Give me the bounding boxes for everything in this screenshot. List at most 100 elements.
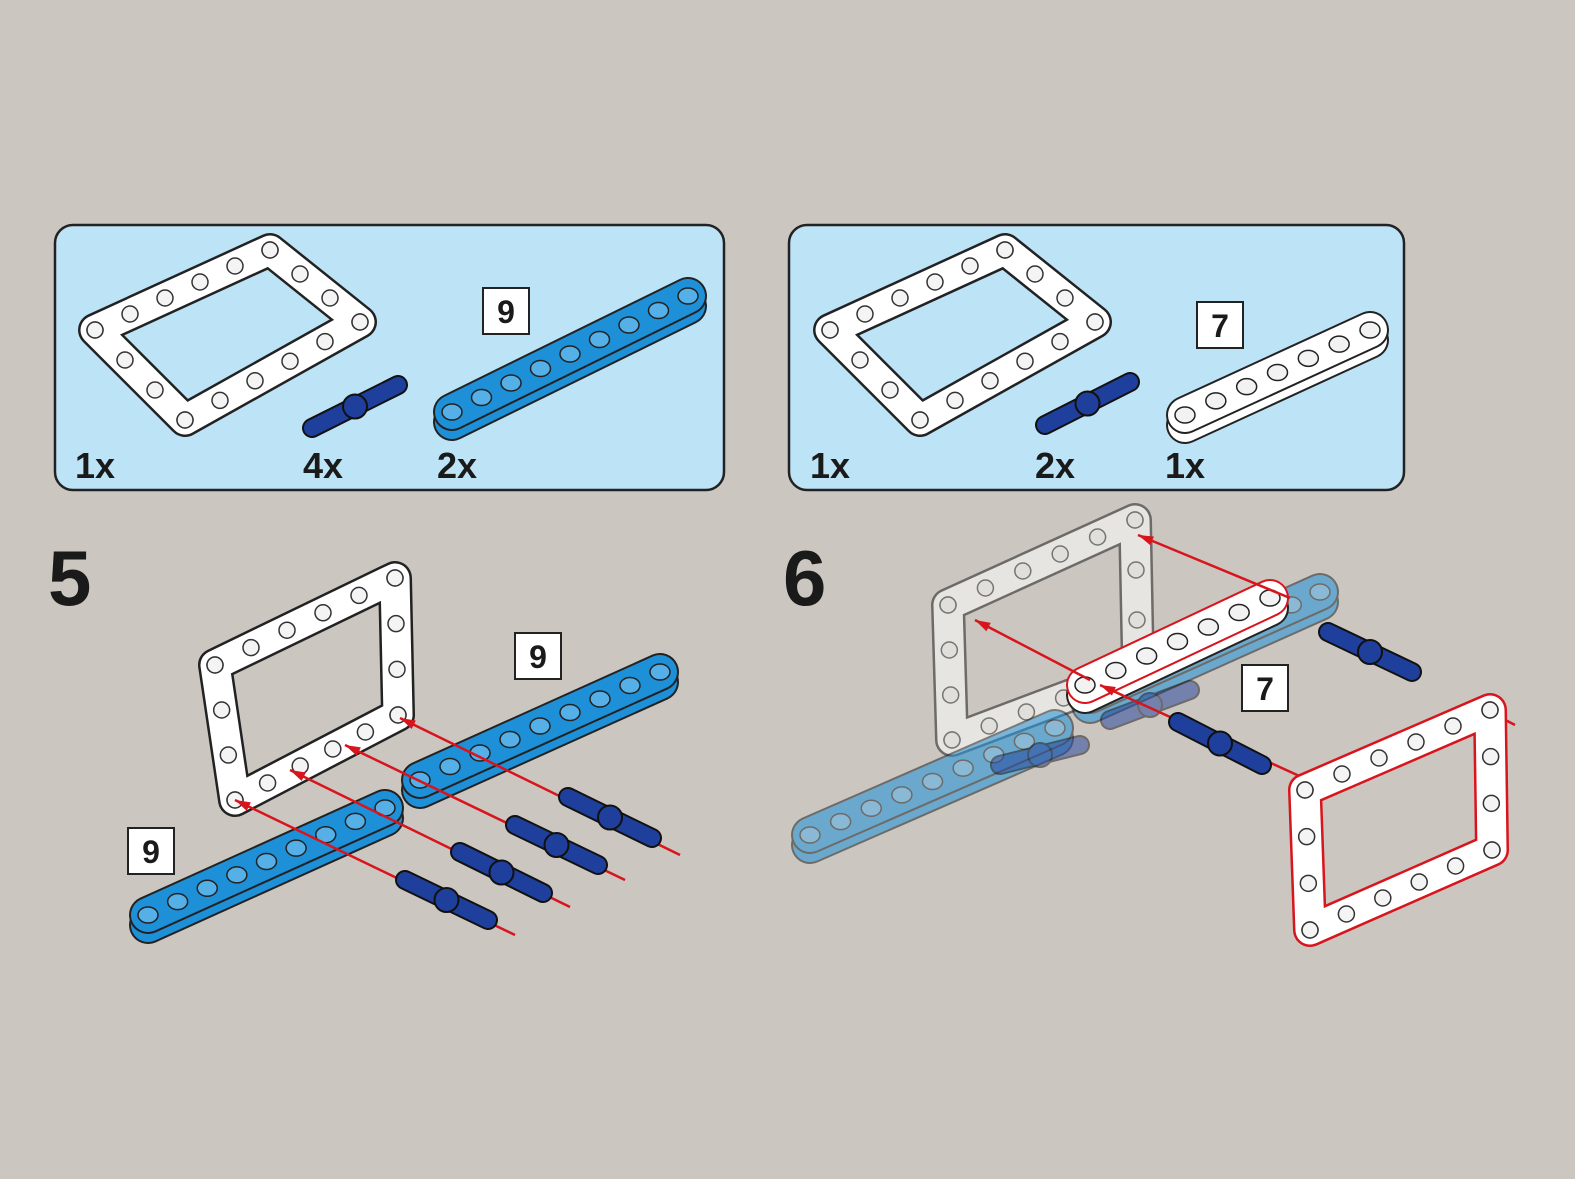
frame-hole-icon (1407, 733, 1425, 751)
frame-hole-icon (961, 257, 979, 275)
frame-hole-icon (851, 351, 869, 369)
frame-hole-icon (116, 351, 134, 369)
connector-pin-icon (1168, 712, 1272, 775)
open-frame (78, 233, 377, 437)
frame-hole-icon (1446, 857, 1465, 875)
frame-hole-icon (388, 660, 406, 679)
beam-hole-icon (1166, 632, 1189, 651)
frame-hole-icon (1086, 313, 1104, 331)
frame-hole-icon (941, 686, 960, 704)
beam-hole-icon (921, 772, 944, 791)
beam-hole-icon (799, 826, 821, 844)
count-pin: 2x (1035, 445, 1075, 486)
frame-hole-icon (981, 372, 999, 390)
frame-hole-icon (350, 586, 368, 605)
frame-hole-icon (1333, 765, 1351, 783)
beam-hole-icon (500, 374, 522, 392)
frame-hole-icon (1128, 611, 1146, 629)
beam-hole-icon (891, 786, 913, 804)
connector-pin-icon (558, 787, 662, 848)
frame-hole-icon (1481, 747, 1500, 766)
svg-text:9: 9 (529, 639, 547, 675)
frame-hole-icon (281, 352, 299, 370)
beam-hole-icon (860, 799, 882, 817)
step-number-6: 6 (783, 534, 826, 622)
frame-hole-icon (86, 321, 104, 339)
frame-hole-icon (258, 774, 277, 792)
frame-hole-icon (321, 289, 339, 307)
beam-hole-icon (677, 287, 699, 305)
connector-pin-icon (1100, 680, 1200, 730)
beam-hole-icon (470, 388, 493, 407)
length-label-box: 9 (482, 287, 530, 335)
beam-hole-icon (1309, 583, 1331, 601)
beam-9 (433, 277, 707, 441)
beam-hole-icon (285, 839, 307, 857)
step-number-5: 5 (48, 534, 91, 622)
assembly-arrow (974, 618, 1091, 682)
frame-hole-icon (121, 305, 139, 323)
beam-hole-icon (1359, 321, 1381, 339)
connector-pin-icon (505, 815, 608, 875)
assembly-arrow (1137, 533, 1291, 600)
beam-hole-icon (1266, 363, 1289, 382)
beam-hole-icon (829, 812, 852, 831)
frame-hole-icon (191, 273, 209, 291)
connector-pin-icon (450, 842, 553, 903)
frame-hole-icon (212, 701, 231, 719)
frame-hole-icon (940, 641, 959, 659)
frame-hole-icon (176, 411, 194, 429)
frame-hole-icon (1126, 511, 1144, 529)
beam-hole-icon (226, 866, 248, 884)
length-label-box: 9 (127, 827, 175, 875)
beam-hole-icon (559, 345, 581, 363)
beam-hole-icon (499, 730, 521, 749)
frame-hole-icon (1127, 561, 1145, 579)
beam-hole-icon (529, 717, 551, 735)
length-label-box: 7 (1196, 301, 1244, 349)
frame-hole-icon (911, 411, 929, 429)
beam-hole-icon (441, 403, 463, 421)
frame-hole-icon (1483, 841, 1501, 859)
length-label-box: 7 (1241, 664, 1289, 712)
beam-hole-icon (589, 690, 611, 708)
frame-hole-icon (939, 596, 957, 614)
frame-hole-icon (314, 604, 332, 622)
open-frame (813, 233, 1112, 437)
frame-hole-icon (1056, 289, 1074, 307)
frame-hole-icon (386, 569, 404, 587)
connector-pin-icon (302, 375, 408, 438)
beam-hole-icon (559, 703, 581, 722)
frame-hole-icon (324, 740, 342, 758)
frame-hole-icon (1444, 717, 1462, 735)
frame-hole-icon (1370, 749, 1388, 767)
count-beam: 1x (1165, 445, 1205, 486)
frame-hole-icon (881, 381, 899, 399)
frame-hole-icon (1016, 352, 1034, 370)
frame-hole-icon (1026, 265, 1044, 283)
beam-hole-icon (647, 301, 670, 320)
beam-hole-icon (1197, 618, 1220, 636)
frame-hole-icon (1301, 921, 1319, 939)
beam-hole-icon (619, 676, 641, 695)
frame-hole-icon (219, 746, 238, 764)
frame-hole-icon (1482, 794, 1501, 813)
beam-hole-icon (1228, 603, 1250, 622)
frame-hole-icon (146, 381, 164, 399)
frame-hole-icon (226, 257, 244, 275)
beam-hole-icon (255, 852, 278, 871)
connector-pin-icon (990, 735, 1090, 775)
connector-pin-icon (1318, 622, 1422, 682)
beam-hole-icon (1297, 349, 1320, 368)
beam-hole-icon (344, 812, 367, 831)
frame-hole-icon (976, 579, 995, 597)
frame-hole-icon (1374, 889, 1392, 907)
connector-pin-icon (1035, 372, 1140, 435)
beam-9 (129, 789, 404, 944)
beam-hole-icon (1174, 406, 1196, 424)
frame-hole-icon (1014, 562, 1032, 580)
beam-hole-icon (1044, 719, 1066, 737)
count-pin: 4x (303, 445, 343, 486)
frame-hole-icon (246, 372, 264, 390)
